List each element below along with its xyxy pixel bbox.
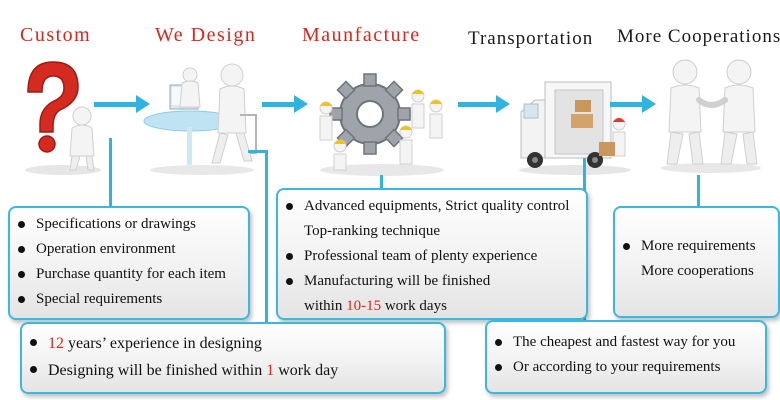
connector-cooperation xyxy=(697,175,700,207)
flow-arrow-2-head xyxy=(294,95,308,113)
design-time-prefix: Designing will be finished within xyxy=(48,362,266,379)
step-title-transportation: Transportation xyxy=(468,28,593,50)
flow-arrow-4-head xyxy=(642,95,656,113)
question-person-icon xyxy=(8,52,108,177)
flow-arrow-2 xyxy=(262,102,296,107)
handshake-icon xyxy=(655,56,770,174)
custom-item: Specifications or drawings xyxy=(10,212,248,237)
gear-workers-icon xyxy=(310,62,455,177)
step-title-cooperation: More Cooperations xyxy=(617,26,780,48)
manufacture-item: Manufacturing will be finished xyxy=(278,269,586,294)
manufacture-info-box: Advanced equipments, Strict quality cont… xyxy=(276,188,588,320)
transport-info-box: The cheapest and fastest way for you Or … xyxy=(485,320,767,394)
manufacture-item: Professional team of plenty experience xyxy=(278,244,586,269)
flow-arrow-3 xyxy=(458,102,498,107)
custom-item: Operation environment xyxy=(10,237,248,262)
cooperation-info-box: More requirements More cooperations xyxy=(613,206,780,318)
custom-item: Purchase quantity for each item xyxy=(10,262,248,287)
step-title-custom: Custom xyxy=(20,24,91,47)
step-title-design: We Design xyxy=(155,24,256,47)
manufacture-item-cont: within 10-15 work days xyxy=(278,294,586,319)
transport-item: Or according to your requirements xyxy=(487,355,765,380)
custom-item: Special requirements xyxy=(10,287,248,312)
manufacture-days-suffix: work days xyxy=(381,298,447,314)
step-title-manufacture: Maunfacture xyxy=(302,24,421,47)
design-time-line: Designing will be finished within 1 work… xyxy=(22,357,444,384)
manufacture-item: Advanced equipments, Strict quality cont… xyxy=(278,194,586,219)
design-years-text: years’ experience in designing xyxy=(64,335,262,352)
flow-arrow-1 xyxy=(94,102,138,107)
manufacture-days-prefix: within xyxy=(304,298,346,314)
transport-item: The cheapest and fastest way for you xyxy=(487,330,765,355)
manufacture-days-number: 10-15 xyxy=(346,298,381,314)
flow-arrow-3-head xyxy=(496,95,510,113)
design-time-number: 1 xyxy=(266,362,274,379)
custom-info-box: Specifications or drawings Operation env… xyxy=(8,206,250,320)
connector-design xyxy=(265,150,268,330)
design-years-number: 12 xyxy=(48,335,64,352)
flow-arrow-4 xyxy=(610,102,644,107)
designer-desk-icon xyxy=(140,55,265,175)
cooperation-item-cont: More cooperations xyxy=(615,259,778,284)
delivery-truck-icon xyxy=(515,72,635,177)
connector-custom xyxy=(109,138,112,208)
cooperation-item: More requirements xyxy=(615,234,778,259)
design-info-box: 12 years’ experience in designing Design… xyxy=(20,322,446,394)
flow-arrow-1-head xyxy=(136,95,150,113)
manufacture-item-cont: Top-ranking technique xyxy=(278,219,586,244)
design-time-suffix: work day xyxy=(274,362,338,379)
design-experience-line: 12 years’ experience in designing xyxy=(22,330,444,357)
